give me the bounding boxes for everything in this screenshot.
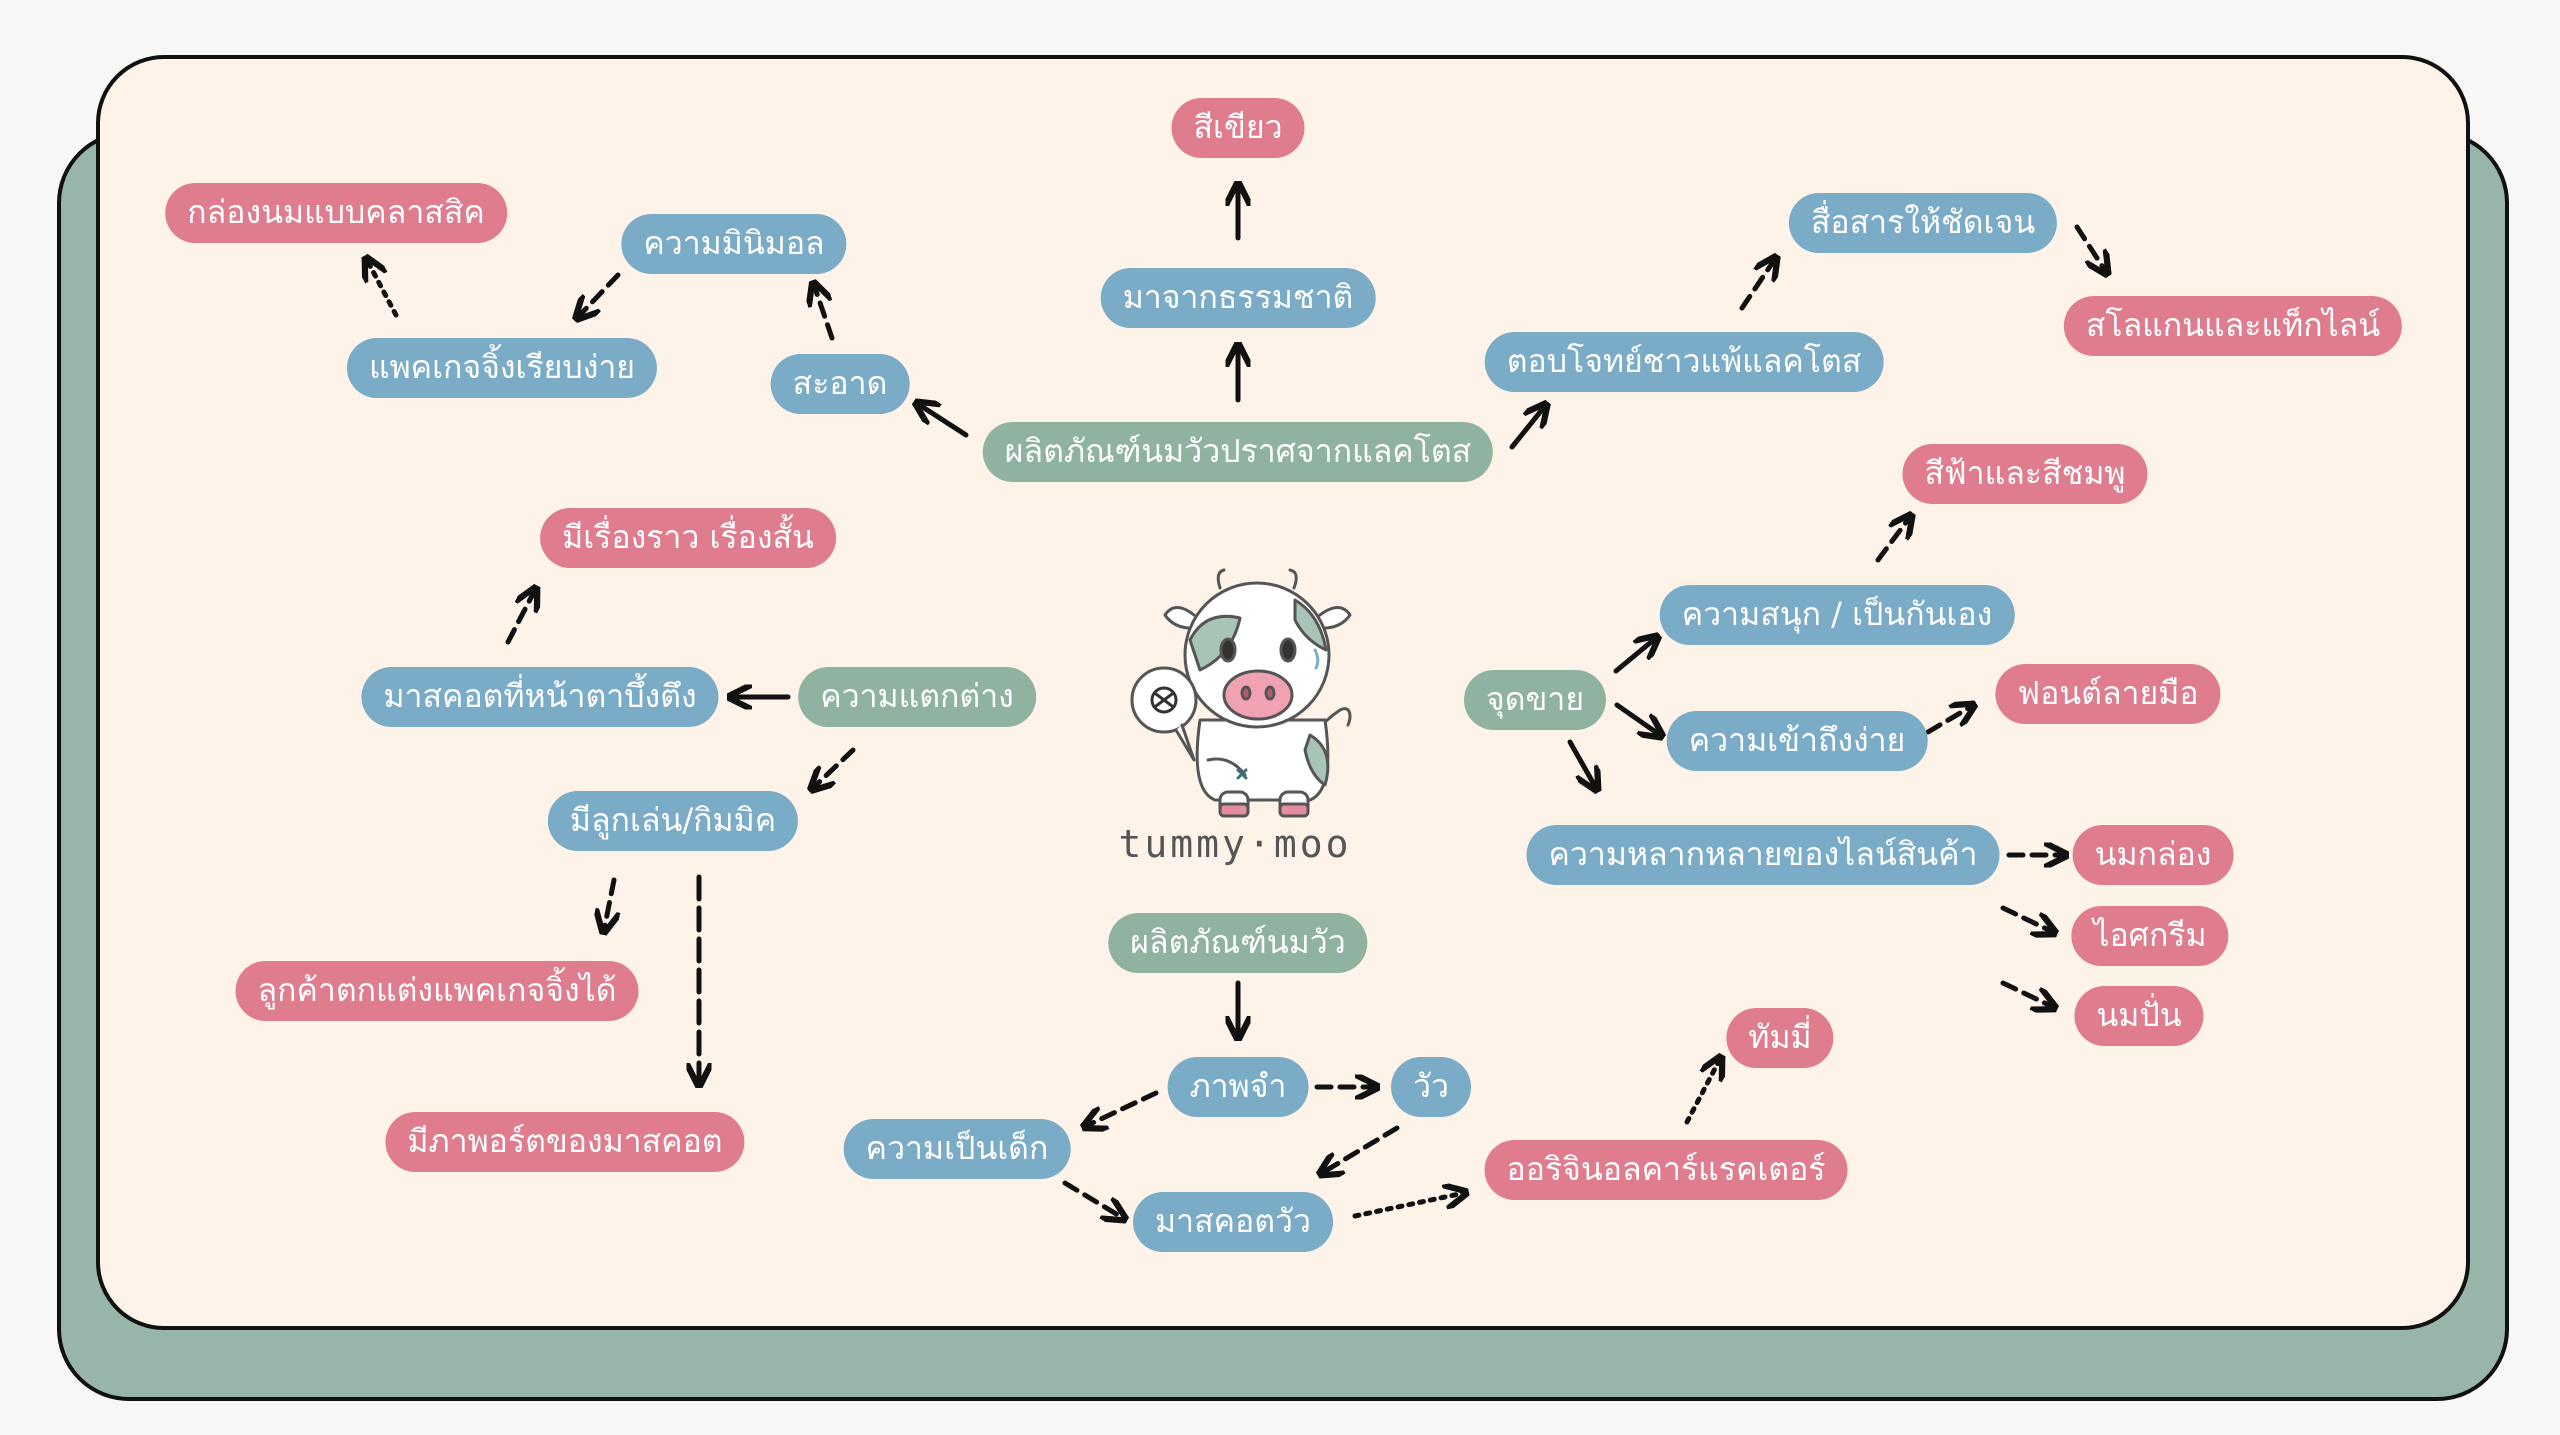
node-mascot-face: มาสคอตที่หน้าตาบึ้งตึง bbox=[361, 667, 719, 727]
cow-mascot-illustration bbox=[1130, 568, 1352, 818]
node-minimal: ความมินิมอล bbox=[621, 214, 847, 274]
node-box-milk: นมกล่อง bbox=[2072, 825, 2234, 885]
node-cow-product: ผลิตภัณฑ์นมวัว bbox=[1108, 913, 1368, 973]
node-tummy: ทัมมี่ bbox=[1726, 1008, 1834, 1068]
node-clean: สะอาด bbox=[770, 354, 910, 414]
node-center-product: ผลิตภัณฑ์นมวัวปราศจากแลคโตส bbox=[982, 422, 1494, 482]
node-variety: ความหลากหลายของไลน์สินค้า bbox=[1526, 825, 2000, 885]
node-fun: ความสนุก / เป็นกันเอง bbox=[1659, 585, 2015, 645]
node-cow: วัว bbox=[1391, 1057, 1471, 1117]
node-classic-box: กล่องนมแบบคลาสสิค bbox=[165, 183, 507, 243]
node-green-color: สีเขียว bbox=[1171, 98, 1305, 158]
node-mascot-portrait: มีภาพอร์ตของมาสคอต bbox=[385, 1112, 745, 1172]
node-accessibility: ความเข้าถึงง่าย bbox=[1666, 711, 1928, 771]
node-story: มีเรื่องราว เรื่องสั้น bbox=[540, 508, 836, 568]
node-blue-pink: สีฟ้าและสีชมพู bbox=[1902, 444, 2148, 504]
node-center-product-label: ผลิตภัณฑ์นมวัวปราศจากแลคโตส bbox=[1004, 432, 1472, 470]
node-answer-lactose: ตอบโจทย์ชาวแพ้แลคโตส bbox=[1484, 332, 1884, 392]
node-childlike: ความเป็นเด็ก bbox=[843, 1119, 1071, 1179]
node-from-nature: มาจากธรรมชาติ bbox=[1100, 268, 1376, 328]
node-image: ภาพจำ bbox=[1167, 1057, 1309, 1117]
node-original-character: ออริจินอลคาร์แรคเตอร์ bbox=[1484, 1140, 1848, 1200]
node-cow-mascot: มาสคอตวัว bbox=[1133, 1192, 1333, 1252]
node-handwriting: ฟอนต์ลายมือ bbox=[1995, 664, 2221, 724]
node-selling-point: จุดขาย bbox=[1463, 670, 1607, 730]
node-slogan: สโลแกนและแท็กไลน์ bbox=[2063, 296, 2403, 356]
node-milkshake: นมปั่น bbox=[2074, 986, 2204, 1046]
node-difference: ความแตกต่าง bbox=[798, 667, 1036, 727]
node-gimmick: มีลูกเล่น/กิมมิค bbox=[547, 791, 799, 851]
node-clear-communication: สื่อสารให้ชัดเจน bbox=[1788, 193, 2058, 253]
node-simple-package: แพคเกจจิ้งเรียบง่าย bbox=[346, 338, 658, 398]
node-ice-cream: ไอศกรีม bbox=[2071, 906, 2229, 966]
node-decorate: ลูกค้าตกแต่งแพคเกจจิ้งได้ bbox=[235, 961, 639, 1021]
brand-logo: tummy·moo bbox=[1118, 822, 1352, 866]
